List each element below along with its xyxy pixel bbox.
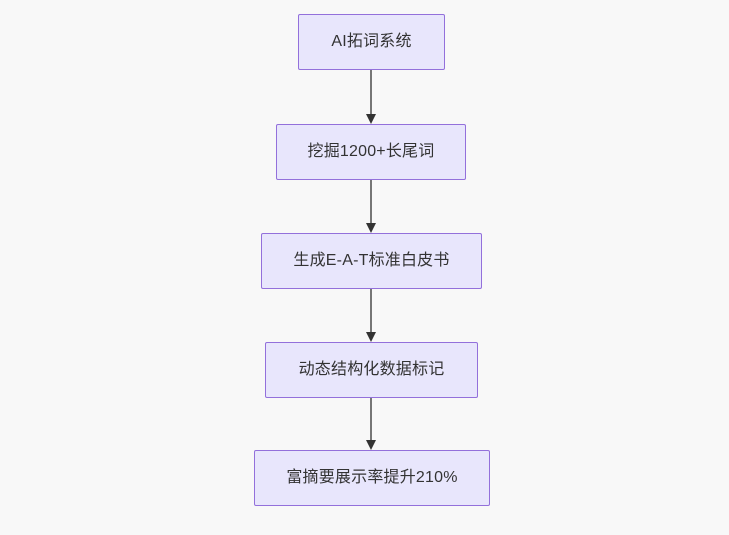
flow-node-label: AI拓词系统 <box>331 33 412 51</box>
flow-node-label: 富摘要展示率提升210% <box>286 469 458 487</box>
arrow-connector-icon <box>366 70 376 124</box>
flow-node-dynamic-structured-data-markup[interactable]: 动态结构化数据标记 <box>265 342 478 398</box>
arrow-connector-icon <box>366 397 376 450</box>
flow-node-label: 生成E-A-T标准白皮书 <box>293 252 450 270</box>
flow-node-label: 挖掘1200+长尾词 <box>307 143 435 161</box>
edge-n2-to-n3 <box>360 180 382 233</box>
flow-node-mine-longtail-keywords[interactable]: 挖掘1200+长尾词 <box>276 124 466 180</box>
flow-node-generate-eat-whitepaper[interactable]: 生成E-A-T标准白皮书 <box>261 233 482 289</box>
arrow-connector-icon <box>366 289 376 342</box>
edge-n4-to-n5 <box>360 397 382 450</box>
arrow-connector-icon <box>366 180 376 233</box>
edge-n1-to-n2 <box>360 70 382 124</box>
flow-node-label: 动态结构化数据标记 <box>298 361 445 379</box>
flow-node-rich-snippet-impression-lift[interactable]: 富摘要展示率提升210% <box>254 450 490 506</box>
flow-node-ai-keyword-system[interactable]: AI拓词系统 <box>298 14 445 70</box>
edge-n3-to-n4 <box>360 289 382 342</box>
